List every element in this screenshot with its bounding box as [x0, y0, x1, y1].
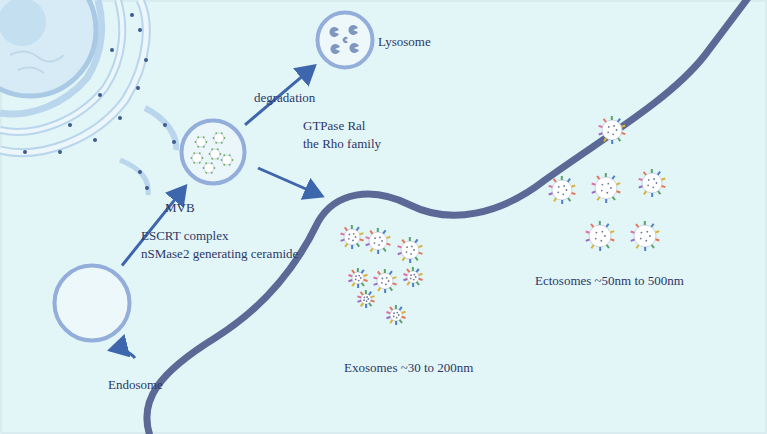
- circle-outline: [315, 10, 375, 70]
- annotation-label: GTPase Ral: [303, 118, 365, 134]
- nucleus-er: [0, 0, 176, 195]
- node-label: MVB: [165, 200, 195, 216]
- vesicle-node: Endosome: [52, 263, 132, 343]
- annotation-label: Ectosomes ~50nm to 500nm: [535, 273, 684, 289]
- annotation-label: the Rho family: [303, 136, 381, 152]
- vesicle-node: MVB: [179, 118, 247, 186]
- node-label: Lysosome: [378, 34, 431, 50]
- plasma-membrane: [147, 0, 748, 434]
- process-arrow: [110, 349, 135, 358]
- pathway-arrow: [245, 66, 314, 125]
- vesicle-node: Lysosome: [315, 10, 375, 70]
- node-label: Endosome: [108, 377, 163, 393]
- annotation-label: ESCRT complex: [141, 228, 228, 244]
- extracellular-vesicles: [341, 116, 666, 325]
- ribosome-dots: [23, 13, 176, 190]
- annotation-label: Exosomes ~30 to 200nm: [344, 360, 473, 376]
- edge-label: degradation: [254, 90, 315, 106]
- annotation-label: nSMase2 generating ceramide: [141, 246, 298, 262]
- circle-outline: [179, 118, 247, 186]
- circle-outline: [52, 263, 132, 343]
- secretion-arrow: [258, 168, 322, 196]
